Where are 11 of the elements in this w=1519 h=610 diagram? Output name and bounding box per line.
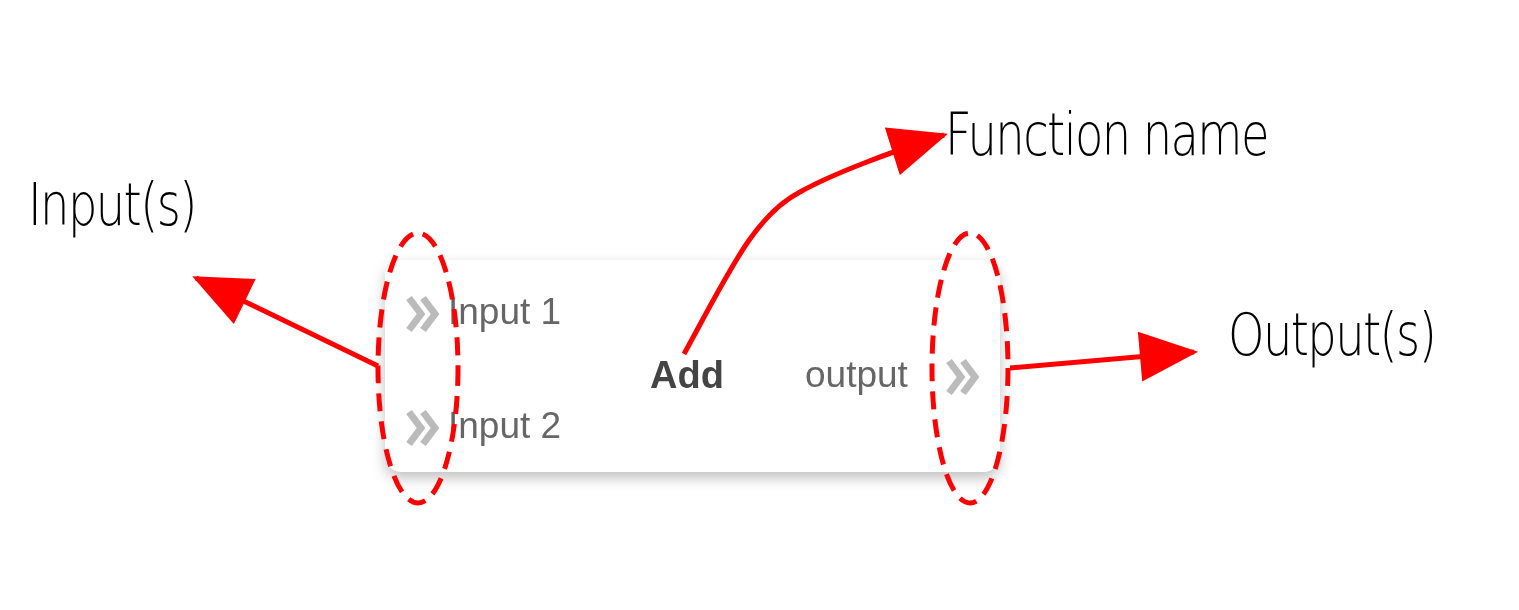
dashed-ellipse: [929, 230, 1011, 506]
function-name-label: Add: [650, 353, 724, 397]
annotation-text: Function name: [945, 100, 1268, 170]
output-port-label: output: [805, 353, 908, 397]
annotation-text: Output(s): [1228, 300, 1436, 370]
node-card: [385, 260, 1000, 472]
input-port-label: Input 1: [448, 290, 562, 334]
arrow: [681, 127, 948, 356]
annotation-text: Input(s): [28, 170, 196, 240]
arrow: [1009, 331, 1199, 382]
arrow: [192, 275, 380, 369]
